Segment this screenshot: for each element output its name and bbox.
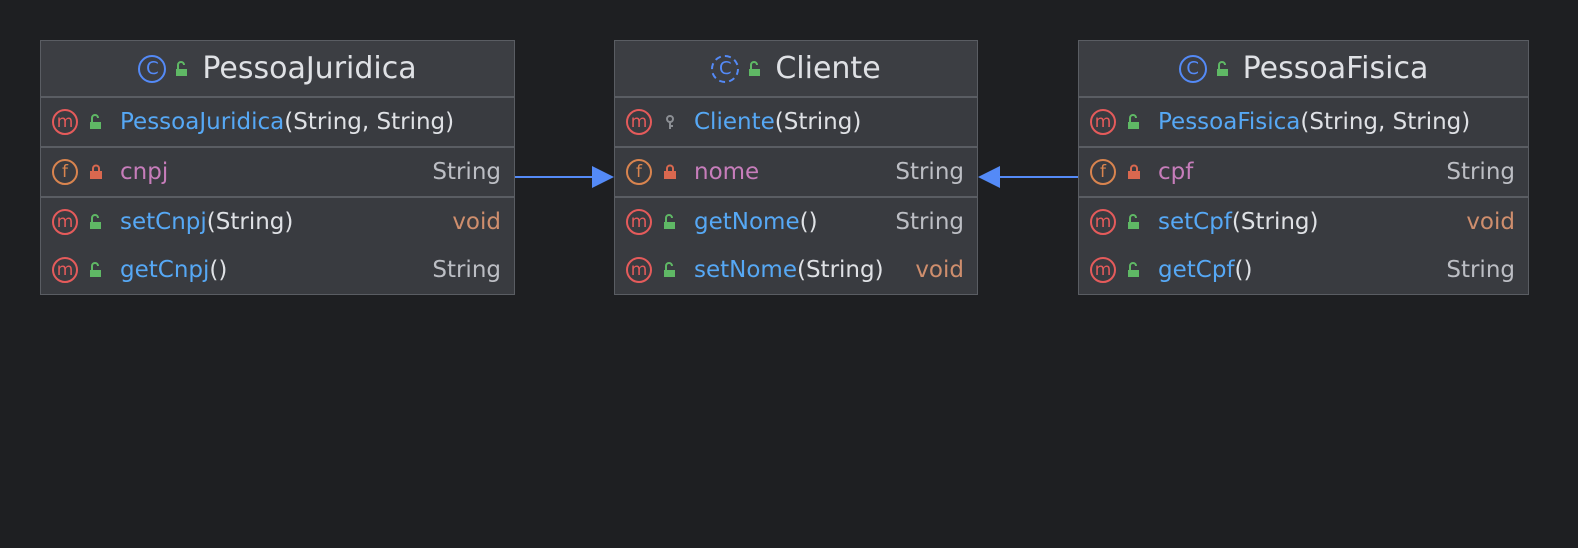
- constructor-row[interactable]: m PessoaJuridica(String, String): [41, 98, 514, 146]
- field-type: String: [895, 159, 964, 185]
- method-icon: m: [626, 257, 652, 283]
- field-icon: f: [52, 159, 78, 185]
- method-icon: m: [626, 209, 652, 235]
- method-params: (): [209, 257, 228, 283]
- public-lock-icon: [88, 214, 104, 230]
- constructor-params: (String): [774, 109, 862, 135]
- method-icon: m: [1090, 257, 1116, 283]
- method-icon: m: [52, 109, 78, 135]
- class-box-pessoajuridica[interactable]: C PessoaJuridica m PessoaJuridica(String…: [40, 40, 515, 295]
- constructor-params: (String, String): [1300, 109, 1471, 135]
- field-icon: f: [1090, 159, 1116, 185]
- field-name: nome: [694, 159, 760, 185]
- constructor-name: PessoaFisica: [1158, 109, 1301, 135]
- public-lock-icon: [1126, 214, 1142, 230]
- field-row[interactable]: f cpf String: [1079, 148, 1528, 196]
- method-icon: m: [52, 209, 78, 235]
- field-type: String: [432, 159, 501, 185]
- public-lock-icon: [88, 114, 104, 130]
- class-header[interactable]: C Cliente: [615, 41, 977, 98]
- class-box-cliente[interactable]: C Cliente m Cliente(String) f nome Strin…: [614, 40, 978, 295]
- method-row[interactable]: m getCnpj() String: [41, 246, 514, 294]
- class-header[interactable]: C PessoaJuridica: [41, 41, 514, 98]
- arrow-pessoajuridica-to-cliente: [515, 166, 614, 188]
- field-icon: f: [626, 159, 652, 185]
- public-lock-icon: [1126, 262, 1142, 278]
- method-name: getNome: [694, 209, 800, 235]
- method-name: setCpf: [1158, 209, 1232, 235]
- field-row[interactable]: f nome String: [615, 148, 977, 196]
- constructor-row[interactable]: m PessoaFisica(String, String): [1079, 98, 1528, 146]
- class-box-pessoafisica[interactable]: C PessoaFisica m PessoaFisica(String, St…: [1078, 40, 1529, 295]
- field-type: String: [1446, 159, 1515, 185]
- public-lock-icon: [88, 262, 104, 278]
- public-lock-icon: [174, 60, 190, 77]
- constructor-name: Cliente: [694, 109, 775, 135]
- method-params: (String): [796, 257, 884, 283]
- constructor-name: PessoaJuridica: [120, 109, 285, 135]
- public-lock-icon: [662, 214, 678, 230]
- method-name: getCnpj: [120, 257, 210, 283]
- key-icon: [662, 114, 678, 130]
- method-params: (): [1234, 257, 1253, 283]
- method-row[interactable]: m setCpf(String) void: [1079, 198, 1528, 246]
- private-lock-icon: [662, 164, 678, 180]
- class-title: Cliente: [775, 51, 881, 86]
- method-return-type: void: [915, 257, 964, 283]
- method-row[interactable]: m setNome(String) void: [615, 246, 977, 294]
- class-header[interactable]: C PessoaFisica: [1079, 41, 1528, 98]
- method-params: (String): [206, 209, 294, 235]
- method-return-type: String: [895, 209, 964, 235]
- method-row[interactable]: m getCpf() String: [1079, 246, 1528, 294]
- public-lock-icon: [1126, 114, 1142, 130]
- field-name: cpf: [1158, 159, 1194, 185]
- method-icon: m: [1090, 109, 1116, 135]
- method-name: setNome: [694, 257, 797, 283]
- method-icon: m: [1090, 209, 1116, 235]
- method-name: getCpf: [1158, 257, 1235, 283]
- arrow-pessoafisica-to-cliente: [978, 166, 1078, 188]
- class-icon: C: [138, 54, 167, 83]
- abstract-class-icon: C: [711, 54, 740, 83]
- class-icon: C: [1178, 54, 1207, 83]
- class-title: PessoaFisica: [1242, 51, 1429, 86]
- method-name: setCnpj: [120, 209, 207, 235]
- method-row[interactable]: m setCnpj(String) void: [41, 198, 514, 246]
- public-lock-icon: [747, 60, 763, 77]
- field-row[interactable]: f cnpj String: [41, 148, 514, 196]
- method-row[interactable]: m getNome() String: [615, 198, 977, 246]
- method-params: (): [799, 209, 818, 235]
- method-return-type: String: [1446, 257, 1515, 283]
- method-return-type: void: [1466, 209, 1515, 235]
- class-title: PessoaJuridica: [202, 51, 417, 86]
- private-lock-icon: [88, 164, 104, 180]
- constructor-params: (String, String): [284, 109, 455, 135]
- constructor-row[interactable]: m Cliente(String): [615, 98, 977, 146]
- field-name: cnpj: [120, 159, 169, 185]
- public-lock-icon: [1215, 60, 1231, 77]
- method-params: (String): [1231, 209, 1319, 235]
- public-lock-icon: [662, 262, 678, 278]
- method-return-type: String: [432, 257, 501, 283]
- private-lock-icon: [1126, 164, 1142, 180]
- method-icon: m: [52, 257, 78, 283]
- method-icon: m: [626, 109, 652, 135]
- method-return-type: void: [452, 209, 501, 235]
